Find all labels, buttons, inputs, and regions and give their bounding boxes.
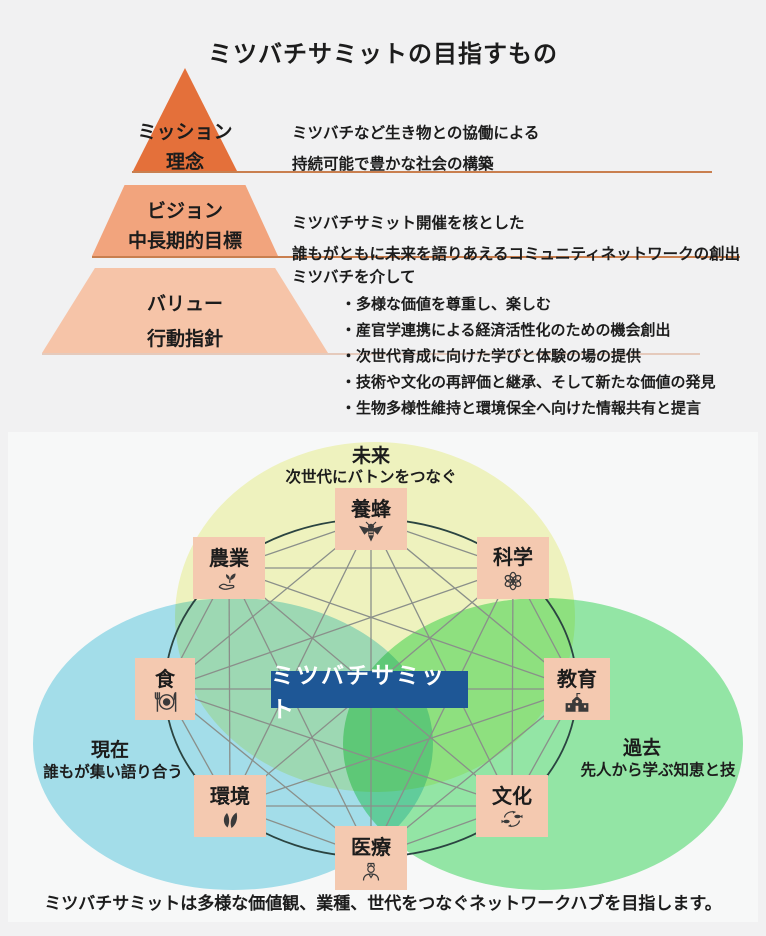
leaves-icon [223,812,238,828]
region-title-present: 現在 [90,739,129,761]
pyramid-label-midterm-goal: 中長期的目標 [127,230,242,252]
node-food: 食 [135,658,195,720]
sprout-hand-icon [218,573,236,590]
node-agriculture-label: 農業 [209,545,249,570]
mission-desc-line1: ミツバチなど生き物との協働による [292,124,540,142]
atom-flower-icon [504,571,522,590]
pyramid-level-value-shape [42,268,328,353]
region-subtitle-past: 先人から学ぶ知恵と技 [580,761,736,779]
node-environment: 環境 [194,775,266,837]
node-culture: 文化 [476,775,548,837]
node-medical-label: 医療 [351,834,391,859]
divider-value [42,353,700,355]
value-bullet-4: ・技術や文化の再評価と継承、そして新たな価値の発見 [341,373,716,391]
hub-label: ミツバチサミット [271,663,468,723]
pyramid-label-philosophy: 理念 [165,151,204,173]
divider-mission [132,171,712,173]
value-bullet-1: ・多様な価値を尊重し、楽しむ [341,295,552,313]
node-education-label: 教育 [557,666,597,691]
region-subtitle-present: 誰もが集い語り合う [43,763,183,781]
region-title-future: 未来 [351,445,390,467]
node-environment-label: 環境 [210,783,250,808]
node-medical: 医療 [335,826,407,890]
bee-icon [358,521,384,542]
node-science: 科学 [477,537,549,599]
node-food-label: 食 [155,666,175,691]
plate-cutlery-icon [154,691,177,712]
vision-desc-line1: ミツバチサミット開催を核とした [292,214,525,232]
node-beekeeping-label: 養蜂 [351,496,391,521]
vision-desc-line2: 誰もがともに未来を語りあえるコミュニティネットワークの創出 [292,245,741,263]
region-subtitle-future: 次世代にバトンをつなぐ [285,468,457,486]
node-culture-label: 文化 [492,783,532,808]
node-science-label: 科学 [493,544,533,569]
mission-desc-line2: 持続可能で豊かな社会の構築 [292,155,494,173]
pyramid-label-guideline: 行動指針 [146,328,223,350]
divider-vision [92,256,740,258]
bottom-caption: ミツバチサミットは多様な価値観、業種、世代をつなぐネットワークハブを目指します。 [44,894,722,914]
value-desc-intro: ミツバチを介して [292,268,416,286]
fish-cycle-icon [501,810,523,827]
pyramid-label-value: バリュー [146,293,223,315]
pyramid-label-vision: ビジョン [146,200,223,222]
node-education: 教育 [544,658,610,720]
page-title: ミツバチサミットの目指すもの [208,40,558,68]
pyramid-level-vision-shape [92,185,278,256]
value-bullet-2: ・産官学連携による経済活性化のための機会創出 [341,321,671,339]
region-title-past: 過去 [622,737,661,759]
node-agriculture: 農業 [193,537,265,599]
value-bullet-3: ・次世代育成に向けた学びと体験の場の提供 [341,347,642,365]
pyramid-label-mission: ミッション [137,121,233,143]
nurse-icon [362,862,380,881]
school-icon [565,692,589,712]
value-bullet-5: ・生物多様性維持と環境保全へ向けた情報共有と提言 [341,399,702,417]
node-beekeeping: 養蜂 [335,488,407,550]
